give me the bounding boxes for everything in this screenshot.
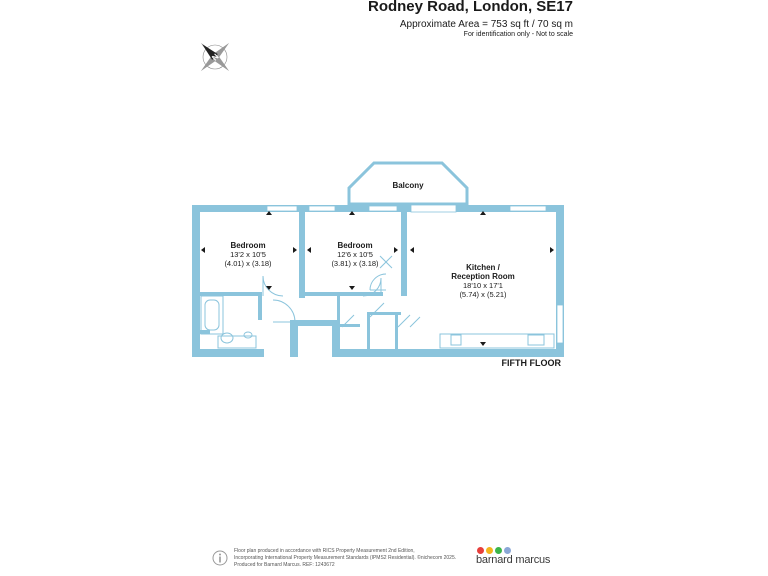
- footer-line-2: Incorporating International Property Mea…: [234, 555, 457, 561]
- brand-dot: [495, 547, 502, 554]
- brand-logo: barnard marcus: [476, 547, 550, 566]
- windows: [266, 204, 564, 344]
- footer-line-3: Produced for Barnard Marcus. REF: 124367…: [234, 562, 335, 568]
- disclaimer-text: For identification only - Not to scale: [463, 31, 573, 38]
- brand-dot: [486, 547, 493, 554]
- balcony-label: Balcony: [392, 181, 424, 190]
- balcony-outline: [347, 161, 469, 206]
- bedroom-1-dims-metric: (4.01) x (3.18): [224, 259, 272, 268]
- dimension-markers: [201, 211, 554, 346]
- compass-icon: N: [200, 42, 230, 72]
- property-title: Rodney Road, London, SE17: [367, 0, 573, 15]
- kitchen-name-line2: Reception Room: [451, 272, 515, 281]
- doors: [262, 255, 421, 328]
- kitchen-dims-metric: (5.74) x (5.21): [459, 290, 507, 299]
- approximate-area: Approximate Area = 753 sq ft / 70 sq m: [399, 19, 573, 30]
- bedroom-1-name: Bedroom: [230, 241, 265, 250]
- bedroom-1-dims-imperial: 13'2 x 10'5: [230, 250, 266, 259]
- kitchen-name-line1: Kitchen /: [466, 263, 501, 272]
- info-icon: [212, 550, 228, 566]
- brand-dot: [504, 547, 511, 554]
- bedroom-2-dims-metric: (3.81) x (3.18): [331, 259, 379, 268]
- kitchen-dims-imperial: 18'10 x 17'1: [463, 281, 503, 290]
- brand-dots: [477, 547, 550, 554]
- floor-label: FIFTH FLOOR: [502, 358, 562, 368]
- brand-name: barnard marcus: [476, 554, 551, 566]
- bedroom-2-name: Bedroom: [337, 241, 372, 250]
- compass-north-label: N: [210, 52, 221, 63]
- footer-text: Floor plan produced in accordance with R…: [234, 548, 456, 569]
- brand-dot: [477, 547, 484, 554]
- kitchen-units: [439, 333, 555, 349]
- bathroom-fittings: [200, 295, 257, 349]
- bedroom-2-dims-imperial: 12'6 x 10'5: [337, 250, 373, 259]
- footer-line-1: Floor plan produced in accordance with R…: [234, 548, 415, 554]
